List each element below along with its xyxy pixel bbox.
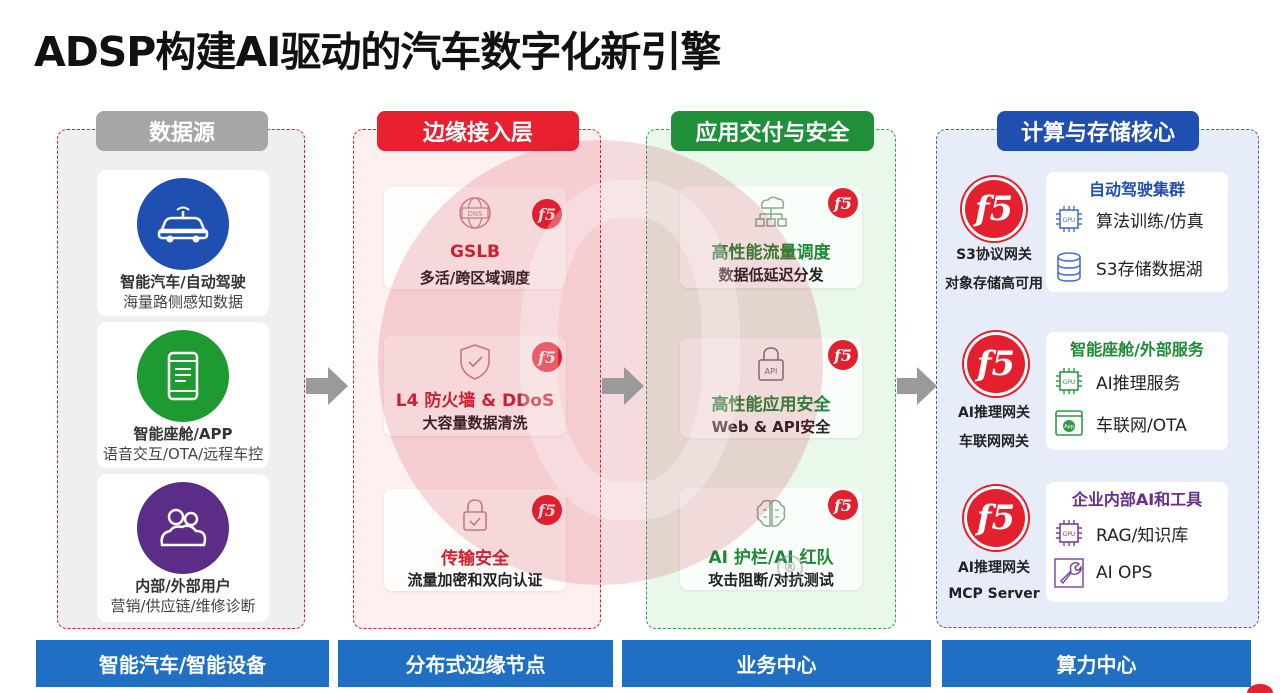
- f5-logo-icon: f5: [964, 486, 1028, 550]
- f5-watermark-ring: [520, 180, 740, 520]
- f5-logo-icon: f5: [828, 188, 858, 218]
- svg-text:GPU: GPU: [1063, 531, 1076, 538]
- data-source-header: 数据源: [96, 111, 268, 151]
- gateway-label: MCP Server: [948, 586, 1040, 602]
- service-row-label: S3存储数据湖: [1096, 259, 1203, 280]
- edge-subtitle: 大容量数据清洗: [422, 414, 528, 432]
- shield-check-icon: [455, 342, 495, 382]
- svg-text:DNS: DNS: [467, 210, 483, 218]
- app-title: 高性能应用安全: [711, 395, 831, 415]
- service-row-label: RAG/知识库: [1096, 525, 1189, 546]
- service-row: App 车联网/OTA: [1054, 408, 1187, 438]
- service-card-enterprise-ai: 企业内部AI和工具 GPU RAG/知识库 AI OPS: [1046, 482, 1228, 602]
- source-subtitle: 海量路侧感知数据: [122, 293, 243, 311]
- phone-icon: [137, 330, 229, 422]
- app-title: 高性能流量调度: [711, 243, 831, 263]
- app-window-icon: App: [1054, 408, 1084, 438]
- source-subtitle: 语音交互/OTA/远程车控: [102, 445, 264, 463]
- service-card-cockpit: 智能座舱/外部服务 GPU AI推理服务 App 车联网/OTA: [1046, 332, 1228, 450]
- svg-text:GPU: GPU: [1063, 379, 1076, 386]
- ai-brain-icon: [751, 494, 791, 534]
- service-card-title: 企业内部AI和工具: [1071, 490, 1203, 509]
- footer-label: 智能汽车/智能设备: [36, 640, 329, 687]
- edge-title: 传输安全: [441, 549, 509, 569]
- gateway-label: AI推理网关: [957, 560, 1031, 576]
- lock-icon: [455, 495, 495, 535]
- api-lock-icon: API: [751, 344, 791, 384]
- app-delivery-header: 应用交付与安全: [671, 111, 874, 151]
- source-card-cockpit: 智能座舱/APP 语音交互/OTA/远程车控: [97, 322, 269, 468]
- service-row: GPU 算法训练/仿真: [1054, 204, 1204, 234]
- edge-layer-header: 边缘接入层: [377, 111, 579, 151]
- footer-label: 算力中心: [942, 640, 1251, 687]
- footer-label: 分布式边缘节点: [338, 640, 613, 687]
- app-subtitle: 数据低延迟分发: [718, 266, 824, 284]
- flow-arrow: [897, 367, 937, 405]
- edge-title: GSLB: [450, 242, 500, 262]
- service-card-autodrive: 自动驾驶集群 GPU 算法训练/仿真 S3存储数据湖: [1046, 172, 1228, 292]
- edge-title: L4 防火墙 & DDoS: [395, 391, 555, 411]
- f5-corner-logo-icon: [1247, 684, 1273, 693]
- source-card-vehicle: 智能汽车/自动驾驶 海量路侧感知数据: [97, 170, 269, 316]
- service-row: S3存储数据湖: [1054, 252, 1203, 282]
- source-title: 智能座舱/APP: [133, 425, 233, 443]
- service-card-title: 智能座舱/外部服务: [1070, 340, 1204, 359]
- gpu-icon: GPU: [1054, 518, 1084, 548]
- f5-logo-icon: f5: [828, 340, 858, 370]
- svg-text:App: App: [1064, 424, 1074, 430]
- f5-logo-icon: f5: [532, 495, 562, 525]
- service-row: AI OPS: [1054, 558, 1152, 588]
- users-cloud-icon: [137, 482, 229, 574]
- source-title: 内部/外部用户: [135, 577, 231, 595]
- registered-mark: ®: [777, 555, 803, 581]
- wrench-icon: [1054, 558, 1084, 588]
- service-row: GPU RAG/知识库: [1054, 518, 1188, 548]
- gateway-label: S3协议网关: [956, 247, 1032, 263]
- gateway-label: 对象存储高可用: [945, 276, 1043, 292]
- gpu-icon: GPU: [1054, 204, 1084, 234]
- page-title: ADSP构建AI驱动的汽车数字化新引擎: [34, 28, 721, 76]
- svg-text:API: API: [765, 367, 778, 376]
- service-row: GPU AI推理服务: [1054, 366, 1181, 396]
- footer-label: 业务中心: [622, 640, 931, 687]
- gateway-label: AI推理网关: [957, 405, 1031, 421]
- source-card-users: 内部/外部用户 营销/供应链/维修诊断: [97, 474, 269, 622]
- f5-logo-icon: f5: [962, 177, 1026, 241]
- flow-arrow: [602, 367, 644, 405]
- database-icon: [1054, 252, 1084, 282]
- flow-arrow: [306, 367, 348, 405]
- network-cloud-icon: [751, 192, 791, 232]
- gpu-icon: GPU: [1054, 366, 1084, 396]
- svg-text:GPU: GPU: [1063, 217, 1076, 224]
- app-card-ai-guard: f5 AI 护栏/AI 红队 攻击阻断/对抗测试: [680, 488, 862, 590]
- f5-logo-icon: f5: [964, 332, 1028, 396]
- source-subtitle: 营销/供应链/维修诊断: [110, 597, 256, 615]
- source-title: 智能汽车/自动驾驶: [120, 273, 246, 291]
- dns-globe-icon: DNS: [455, 193, 495, 233]
- app-subtitle: 攻击阻断/对抗测试: [708, 571, 834, 589]
- f5-logo-icon: f5: [828, 490, 858, 520]
- service-row-label: 算法训练/仿真: [1096, 211, 1204, 232]
- edge-subtitle: 流量加密和双向认证: [407, 571, 543, 589]
- compute-storage-header: 计算与存储核心: [997, 111, 1199, 151]
- gateway-label: 车联网网关: [959, 434, 1029, 450]
- service-card-title: 自动驾驶集群: [1088, 180, 1185, 199]
- service-row-label: AI推理服务: [1096, 373, 1181, 394]
- car-wifi-icon: [137, 178, 229, 270]
- service-row-label: AI OPS: [1096, 563, 1153, 583]
- edge-subtitle: 多活/跨区域调度: [419, 269, 531, 287]
- service-row-label: 车联网/OTA: [1096, 415, 1187, 436]
- edge-card-transport-security: f5 传输安全 流量加密和双向认证: [384, 489, 566, 591]
- app-subtitle: Web & API安全: [711, 418, 831, 436]
